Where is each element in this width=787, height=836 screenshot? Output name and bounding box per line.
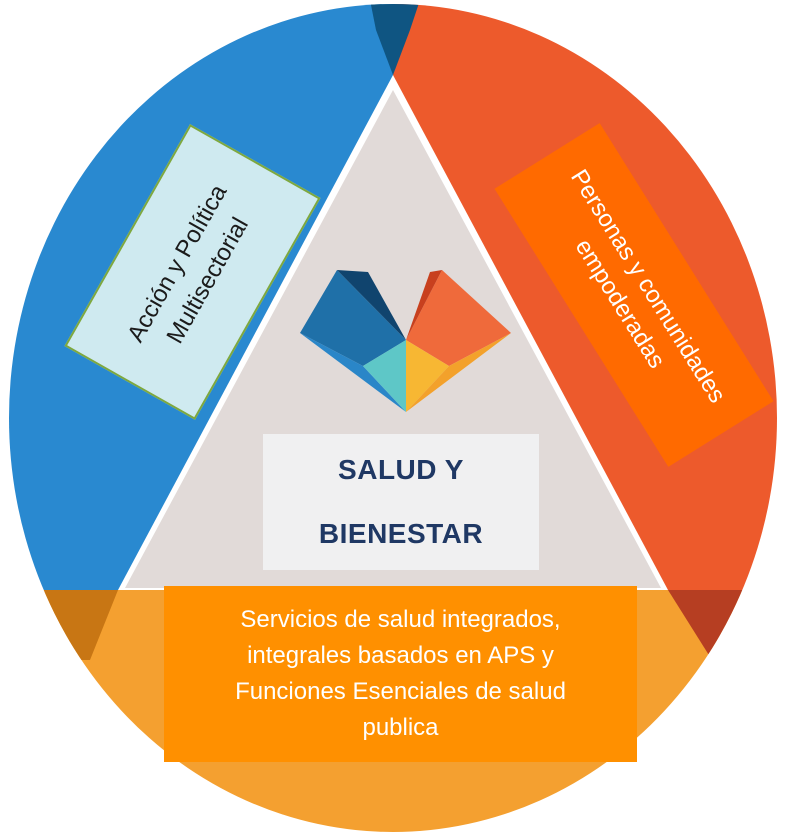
- servicios-line-1: Servicios de salud integrados,: [240, 606, 561, 633]
- servicios-line-2: integrales basados en APS y: [247, 642, 554, 669]
- servicios-line-4: publica: [362, 714, 439, 741]
- blue-corner-wedge: [370, 4, 420, 75]
- salud-bienestar-box: SALUD Y BIENESTAR: [263, 434, 539, 570]
- bienestar-label: BIENESTAR: [318, 518, 484, 549]
- salud-label: SALUD Y: [338, 454, 464, 485]
- servicios-salud-box: Servicios de salud integrados, integrale…: [164, 586, 637, 762]
- heart-logo-icon: [300, 270, 511, 412]
- servicios-line-3: Funciones Esenciales de salud: [235, 678, 566, 705]
